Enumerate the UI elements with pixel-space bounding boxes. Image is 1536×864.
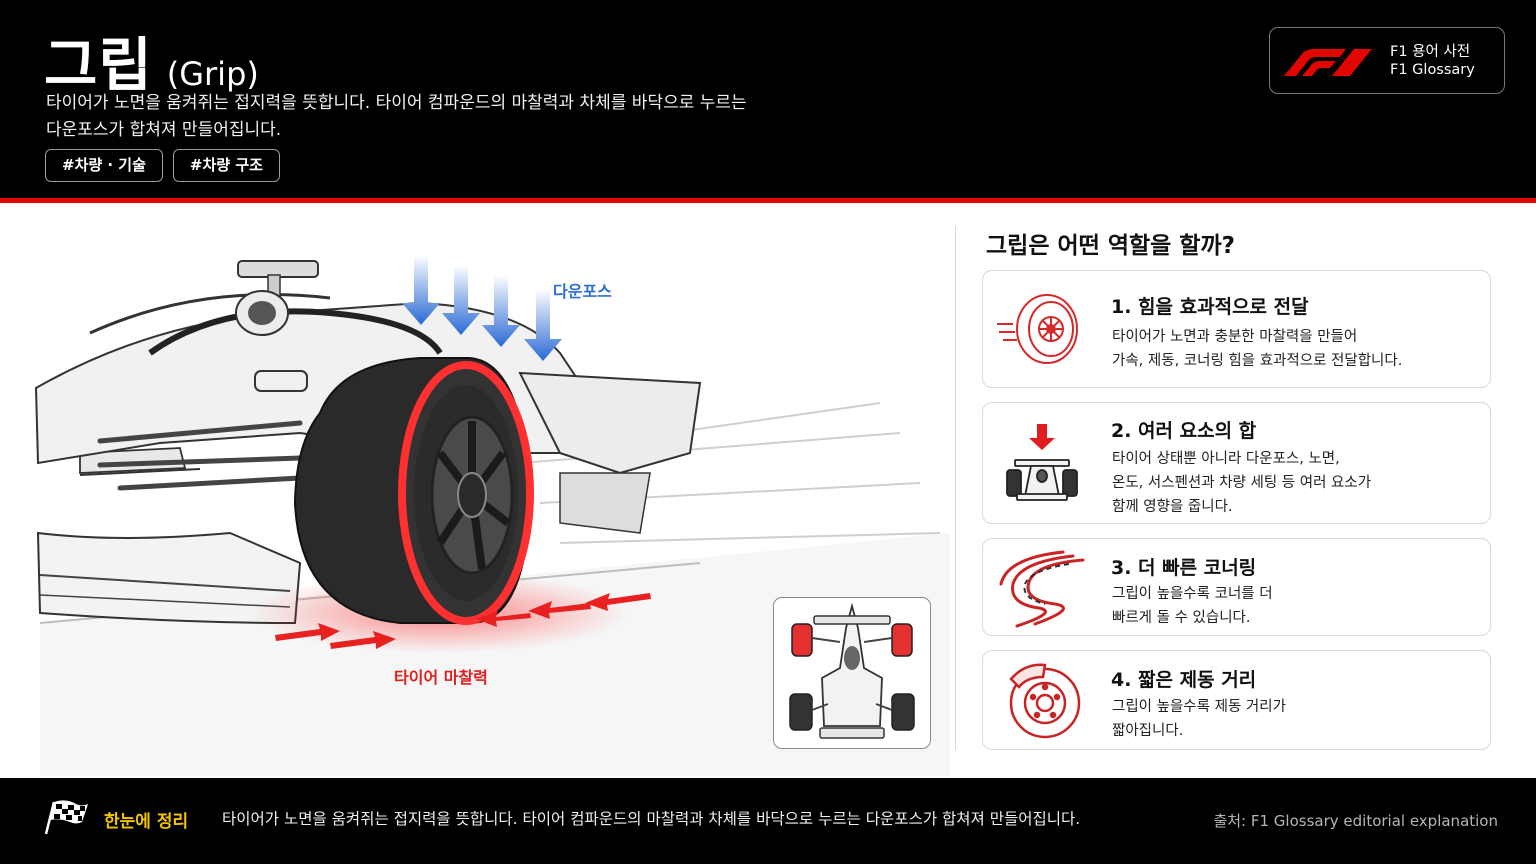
header-accent-line [0, 198, 1536, 203]
card-2-desc-line: 함께 영향을 줍니다. [1112, 499, 1233, 515]
title-korean: 그립 [44, 31, 153, 99]
f1-logo-icon [1284, 49, 1372, 76]
role-card-1: 1. 힘을 효과적으로 전달 타이어가 노면과 충분한 마찰력을 만들어 가속,… [982, 270, 1491, 388]
subtitle-line-1: 타이어가 노면을 움켜쥐는 접지력을 뜻합니다. 타이어 컴파운드의 마찰력과 … [46, 93, 747, 113]
card-2-desc-line: 타이어 상태뿐 아니라 다운포스, 노면, [1112, 451, 1340, 467]
card-3-desc: 그립이 높을수록 코너를 더 빠르게 돌 수 있습니다. [1112, 582, 1482, 630]
checkered-flag-icon [44, 800, 88, 835]
car-downforce-icon [1006, 424, 1078, 501]
downforce-arrows [402, 255, 562, 361]
brand-line-ko: F1 용어 사전 [1390, 44, 1471, 60]
card-4-desc: 그립이 높을수록 제동 거리가 짧아집니다. [1112, 695, 1482, 743]
tire-friction-label: 타이어 마찰력 [394, 668, 488, 687]
brake-disc-icon [1009, 663, 1081, 739]
card-2-desc: 타이어 상태뿐 아니라 다운포스, 노면, 온도, 서스펜션과 차량 세팅 등 … [1112, 447, 1482, 519]
brand-badge[interactable]: F1 용어 사전 F1 Glossary [1269, 27, 1505, 94]
tag-vehicle-tech[interactable]: #차량 · 기술 [45, 149, 163, 182]
tire-icon [997, 294, 1078, 364]
car-top-view-inset [773, 597, 931, 749]
brand-text: F1 용어 사전 F1 Glossary [1390, 43, 1475, 79]
subtitle-line-2: 다운포스가 합쳐져 만들어집니다. [46, 120, 282, 140]
brand-line-en: F1 Glossary [1390, 62, 1475, 78]
friction-arrows [275, 593, 651, 649]
panel-title: 그립은 어떤 역할을 할까? [986, 233, 1235, 259]
f1-car-illustration [34, 255, 950, 776]
role-card-3: 3. 더 빠른 코너링 그립이 높을수록 코너를 더 빠르게 돌 수 있습니다. [982, 538, 1491, 636]
card-3-desc-line: 빠르게 돌 수 있습니다. [1112, 610, 1251, 626]
curve-road-icon [999, 550, 1085, 628]
tag-list: #차량 · 기술 #차량 구조 [45, 149, 280, 182]
card-3-title: 3. 더 빠른 코너링 [1111, 557, 1257, 579]
car-top-view-icon [789, 602, 915, 739]
card-1-desc: 타이어가 노면과 충분한 마찰력을 만들어 가속, 제동, 코너링 힘을 효과적… [1112, 325, 1482, 373]
card-1-title: 1. 힘을 효과적으로 전달 [1111, 296, 1309, 318]
source-credit: 출처: F1 Glossary editorial explanation [1213, 812, 1498, 830]
role-card-4: 4. 짧은 제동 거리 그립이 높을수록 제동 거리가 짧아집니다. [982, 650, 1491, 750]
card-3-desc-line: 그립이 높을수록 코너를 더 [1112, 586, 1273, 602]
vertical-divider [955, 226, 956, 750]
footer-summary: 한눈에 정리 타이어가 노면을 움켜쥐는 접지력을 뜻합니다. 타이어 컴파운드… [0, 778, 1536, 864]
front-tyre [293, 357, 534, 625]
card-4-desc-line: 그립이 높을수록 제동 거리가 [1112, 699, 1286, 715]
card-2-title: 2. 여러 요소의 합 [1111, 420, 1257, 442]
card-2-desc-line: 온도, 서스펜션과 차량 세팅 등 여러 요소가 [1112, 475, 1372, 491]
card-1-desc-line: 가속, 제동, 코너링 힘을 효과적으로 전달합니다. [1112, 353, 1403, 369]
downforce-label: 다운포스 [553, 282, 612, 301]
card-4-title: 4. 짧은 제동 거리 [1111, 669, 1257, 691]
header: 그립 (Grip) 타이어가 노면을 움켜쥐는 접지력을 뜻합니다. 타이어 컴… [0, 0, 1536, 198]
card-1-desc-line: 타이어가 노면과 충분한 마찰력을 만들어 [1112, 329, 1358, 345]
summary-label: 한눈에 정리 [104, 812, 189, 832]
card-4-desc-line: 짧아집니다. [1112, 723, 1184, 739]
tag-vehicle-structure[interactable]: #차량 구조 [172, 149, 280, 182]
subtitle: 타이어가 노면을 움켜쥐는 접지력을 뜻합니다. 타이어 컴파운드의 마찰력과 … [46, 90, 866, 144]
summary-text: 타이어가 노면을 움켜쥐는 접지력을 뜻합니다. 타이어 컴파운드의 마찰력과 … [222, 810, 1081, 828]
title-english: (Grip) [166, 55, 259, 93]
page-title: 그립 (Grip) [44, 18, 259, 102]
role-card-2: 2. 여러 요소의 합 타이어 상태뿐 아니라 다운포스, 노면, 온도, 서스… [982, 402, 1491, 524]
